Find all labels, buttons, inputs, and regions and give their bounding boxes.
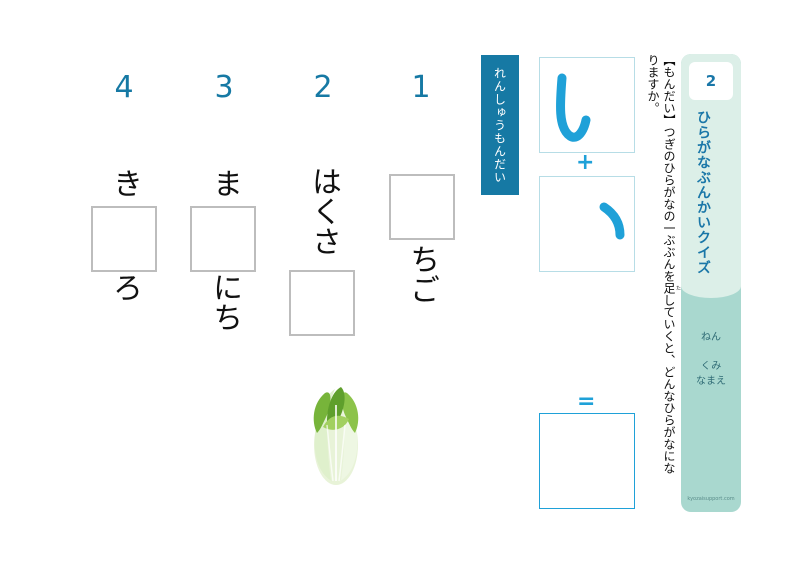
answer-box-1[interactable] [389, 174, 455, 240]
example-answer-box[interactable] [539, 413, 635, 509]
problem-1-bottom-text: ちご [404, 244, 439, 304]
instruction-text: 【もんだい】つぎのひらがなの一ぶぶんを足たしていくと、どんなひらがなになりますか… [645, 54, 681, 474]
footer-url: kyozaisupport.com [687, 496, 735, 502]
problem-number-3: 3 [214, 70, 234, 105]
i-right-stroke-icon [599, 202, 625, 240]
example-box-b [539, 176, 635, 272]
answer-box-3[interactable] [190, 206, 256, 272]
problem-3-top-text: ま [207, 168, 242, 198]
problem-number-1: 1 [411, 70, 431, 105]
worksheet-title: ひらがなぶんかいクイズ [695, 110, 711, 275]
sidebar: 2 ひらがなぶんかいクイズ ねん くみ なまえ kyozaisupport.co… [681, 54, 741, 512]
answer-box-4[interactable] [91, 206, 157, 272]
year-label: ねん [701, 332, 721, 343]
equals-sign: = [577, 389, 596, 414]
answer-box-2[interactable] [289, 270, 355, 336]
example-box-a [539, 57, 635, 153]
problem-2-top-text: はくさ [306, 166, 341, 256]
problem-4-top-text: き [107, 168, 142, 198]
instruction-part2: していくと、どんなひらがなになりますか。 [646, 54, 676, 474]
instruction-ruby: た [675, 282, 681, 294]
problem-4-bottom-text: ろ [107, 272, 142, 302]
problem-3-bottom-text: にち [207, 272, 242, 332]
instruction-tashi: 足た [662, 282, 681, 294]
practice-label: れんしゅうもんだい [481, 55, 519, 195]
instruction-part1: 【もんだい】つぎのひらがなの一ぶぶんを [662, 54, 676, 282]
name-label: なまえ [696, 376, 726, 387]
problem-number-4: 4 [114, 70, 134, 105]
class-label: くみ [700, 361, 722, 372]
problem-number-2: 2 [313, 70, 333, 105]
sheet-number: 2 [689, 62, 733, 100]
chinese-cabbage-image [313, 387, 359, 485]
i-left-stroke-icon [556, 73, 591, 142]
plus-sign: + [576, 150, 595, 175]
